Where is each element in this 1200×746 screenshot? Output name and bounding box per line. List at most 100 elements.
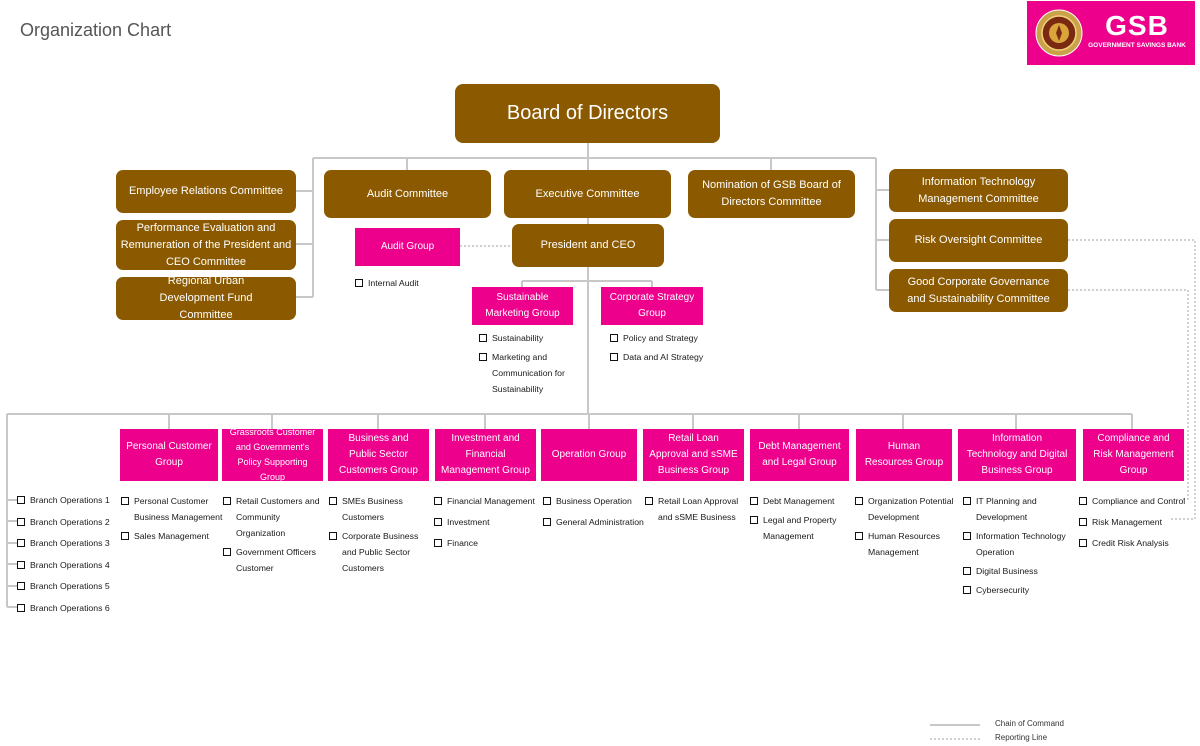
list-item: Marketing and Communication for Sustaina… — [479, 349, 579, 397]
good-governance-committee: Good Corporate Governance and Sustainabi… — [889, 269, 1068, 312]
checkbox-icon — [479, 334, 487, 342]
checkbox-icon — [543, 497, 551, 505]
list-item: Cybersecurity — [963, 582, 1071, 598]
business-public-sector-group: Business and Public Sector Customers Gro… — [328, 429, 429, 481]
list-item: Sales Management — [121, 528, 224, 544]
list-item: Data and AI Strategy — [610, 349, 720, 365]
list-item: Retail Customers and Community Organizat… — [223, 493, 323, 541]
checkbox-icon — [223, 548, 231, 556]
risk-oversight-committee: Risk Oversight Committee — [889, 219, 1068, 262]
list-item: Investment — [434, 514, 538, 530]
checkbox-icon — [434, 539, 442, 547]
compliance-risk-items: Compliance and Control Risk Management C… — [1079, 493, 1189, 556]
checkbox-icon — [645, 497, 653, 505]
checkbox-icon — [1079, 497, 1087, 505]
list-item: Corporate Business and Public Sector Cus… — [329, 528, 435, 576]
checkbox-icon — [121, 497, 129, 505]
checkbox-icon — [223, 497, 231, 505]
gsb-logo: GSB GOVERNMENT SAVINGS BANK — [1027, 1, 1195, 65]
list-item: Branch Operations 6 — [17, 600, 117, 616]
list-item: General Administration — [543, 514, 646, 530]
checkbox-icon — [17, 582, 25, 590]
checkbox-icon — [963, 567, 971, 575]
checkbox-icon — [479, 353, 487, 361]
sustainable-marketing-group: Sustainable Marketing Group — [472, 287, 573, 325]
retail-loan-group: Retail Loan Approval and sSME Business G… — [643, 429, 744, 481]
checkbox-icon — [543, 518, 551, 526]
investment-financial-group: Investment and Financial Management Grou… — [435, 429, 536, 481]
list-item: Finance — [434, 535, 538, 551]
list-item: Internal Audit — [355, 275, 465, 291]
checkbox-icon — [963, 532, 971, 540]
audit-committee: Audit Committee — [324, 170, 491, 218]
legend-chain-label: Chain of Command — [995, 719, 1064, 728]
personal-customer-group: Personal Customer Group — [120, 429, 218, 481]
logo-subtitle: GOVERNMENT SAVINGS BANK — [1088, 42, 1186, 49]
list-item: Debt Management — [750, 493, 850, 509]
checkbox-icon — [434, 497, 442, 505]
compliance-risk-group: Compliance and Risk Management Group — [1083, 429, 1184, 481]
branch-operations-list: Branch Operations 1 Branch Operations 2 … — [17, 492, 117, 621]
board-of-directors: Board of Directors — [455, 84, 720, 143]
list-item: Branch Operations 3 — [17, 535, 117, 551]
list-item: Branch Operations 1 — [17, 492, 117, 508]
checkbox-icon — [434, 518, 442, 526]
debt-legal-group: Debt Management and Legal Group — [750, 429, 849, 481]
nomination-committee: Nomination of GSB Board of Directors Com… — [688, 170, 855, 218]
list-item: Risk Management — [1079, 514, 1189, 530]
president-and-ceo: President and CEO — [512, 224, 664, 267]
sustainable-marketing-items: Sustainability Marketing and Communicati… — [479, 330, 579, 400]
list-item: Information Technology Operation — [963, 528, 1071, 560]
list-item: Business Operation — [543, 493, 646, 509]
list-item: Organization Potential Development — [855, 493, 957, 525]
list-item: Legal and Property Management — [750, 512, 850, 544]
checkbox-icon — [855, 497, 863, 505]
human-resources-items: Organization Potential Development Human… — [855, 493, 957, 563]
human-resources-group: Human Resources Group — [856, 429, 952, 481]
list-item: Policy and Strategy — [610, 330, 720, 346]
checkbox-icon — [17, 560, 25, 569]
checkbox-icon — [1079, 539, 1087, 547]
checkbox-icon — [121, 532, 129, 540]
business-public-sector-items: SMEs Business Customers Corporate Busine… — [329, 493, 435, 579]
gsb-seal-icon — [1035, 9, 1083, 57]
checkbox-icon — [355, 279, 363, 287]
investment-financial-items: Financial Management Investment Finance — [434, 493, 538, 556]
page-title: Organization Chart — [20, 20, 172, 40]
regional-urban-development-committee: Regional Urban Development Fund Committe… — [116, 275, 296, 321]
performance-evaluation-committee: Performance Evaluation and Remuneration … — [116, 220, 296, 270]
checkbox-icon — [963, 586, 971, 594]
list-item: Financial Management — [434, 493, 538, 509]
legend-reporting-label: Reporting Line — [995, 733, 1048, 742]
corporate-strategy-group: Corporate Strategy Group — [601, 287, 703, 325]
checkbox-icon — [750, 497, 758, 505]
checkbox-icon — [750, 516, 758, 524]
checkbox-icon — [855, 532, 863, 540]
list-item: Compliance and Control — [1079, 493, 1189, 509]
checkbox-icon — [610, 353, 618, 361]
list-item: Personal Customer Business Management — [121, 493, 224, 525]
checkbox-icon — [329, 497, 337, 505]
corporate-strategy-items: Policy and Strategy Data and AI Strategy — [610, 330, 720, 368]
list-item: Branch Operations 5 — [17, 578, 117, 594]
it-digital-business-items: IT Planning and Development Information … — [963, 493, 1071, 601]
checkbox-icon — [963, 497, 971, 505]
list-item: Government Officers Customer — [223, 544, 323, 576]
debt-legal-items: Debt Management Legal and Property Manag… — [750, 493, 850, 547]
retail-loan-items: Retail Loan Approval and sSME Business — [645, 493, 745, 528]
it-management-committee: Information Technology Management Commit… — [889, 169, 1068, 212]
list-item: Sustainability — [479, 330, 579, 346]
logo-wordmark: GSB — [1105, 10, 1169, 41]
checkbox-icon — [17, 517, 25, 526]
checkbox-icon — [17, 496, 25, 504]
list-item: Branch Operations 4 — [17, 557, 117, 573]
checkbox-icon — [17, 603, 25, 612]
list-item: Branch Operations 2 — [17, 514, 117, 530]
audit-group: Audit Group — [355, 228, 460, 266]
list-item: SMEs Business Customers — [329, 493, 435, 525]
operation-group: Operation Group — [541, 429, 637, 481]
operation-items: Business Operation General Administratio… — [543, 493, 646, 535]
it-digital-business-group: Information Technology and Digital Busin… — [958, 429, 1076, 481]
checkbox-icon — [329, 532, 337, 540]
personal-customer-items: Personal Customer Business Management Sa… — [121, 493, 224, 547]
